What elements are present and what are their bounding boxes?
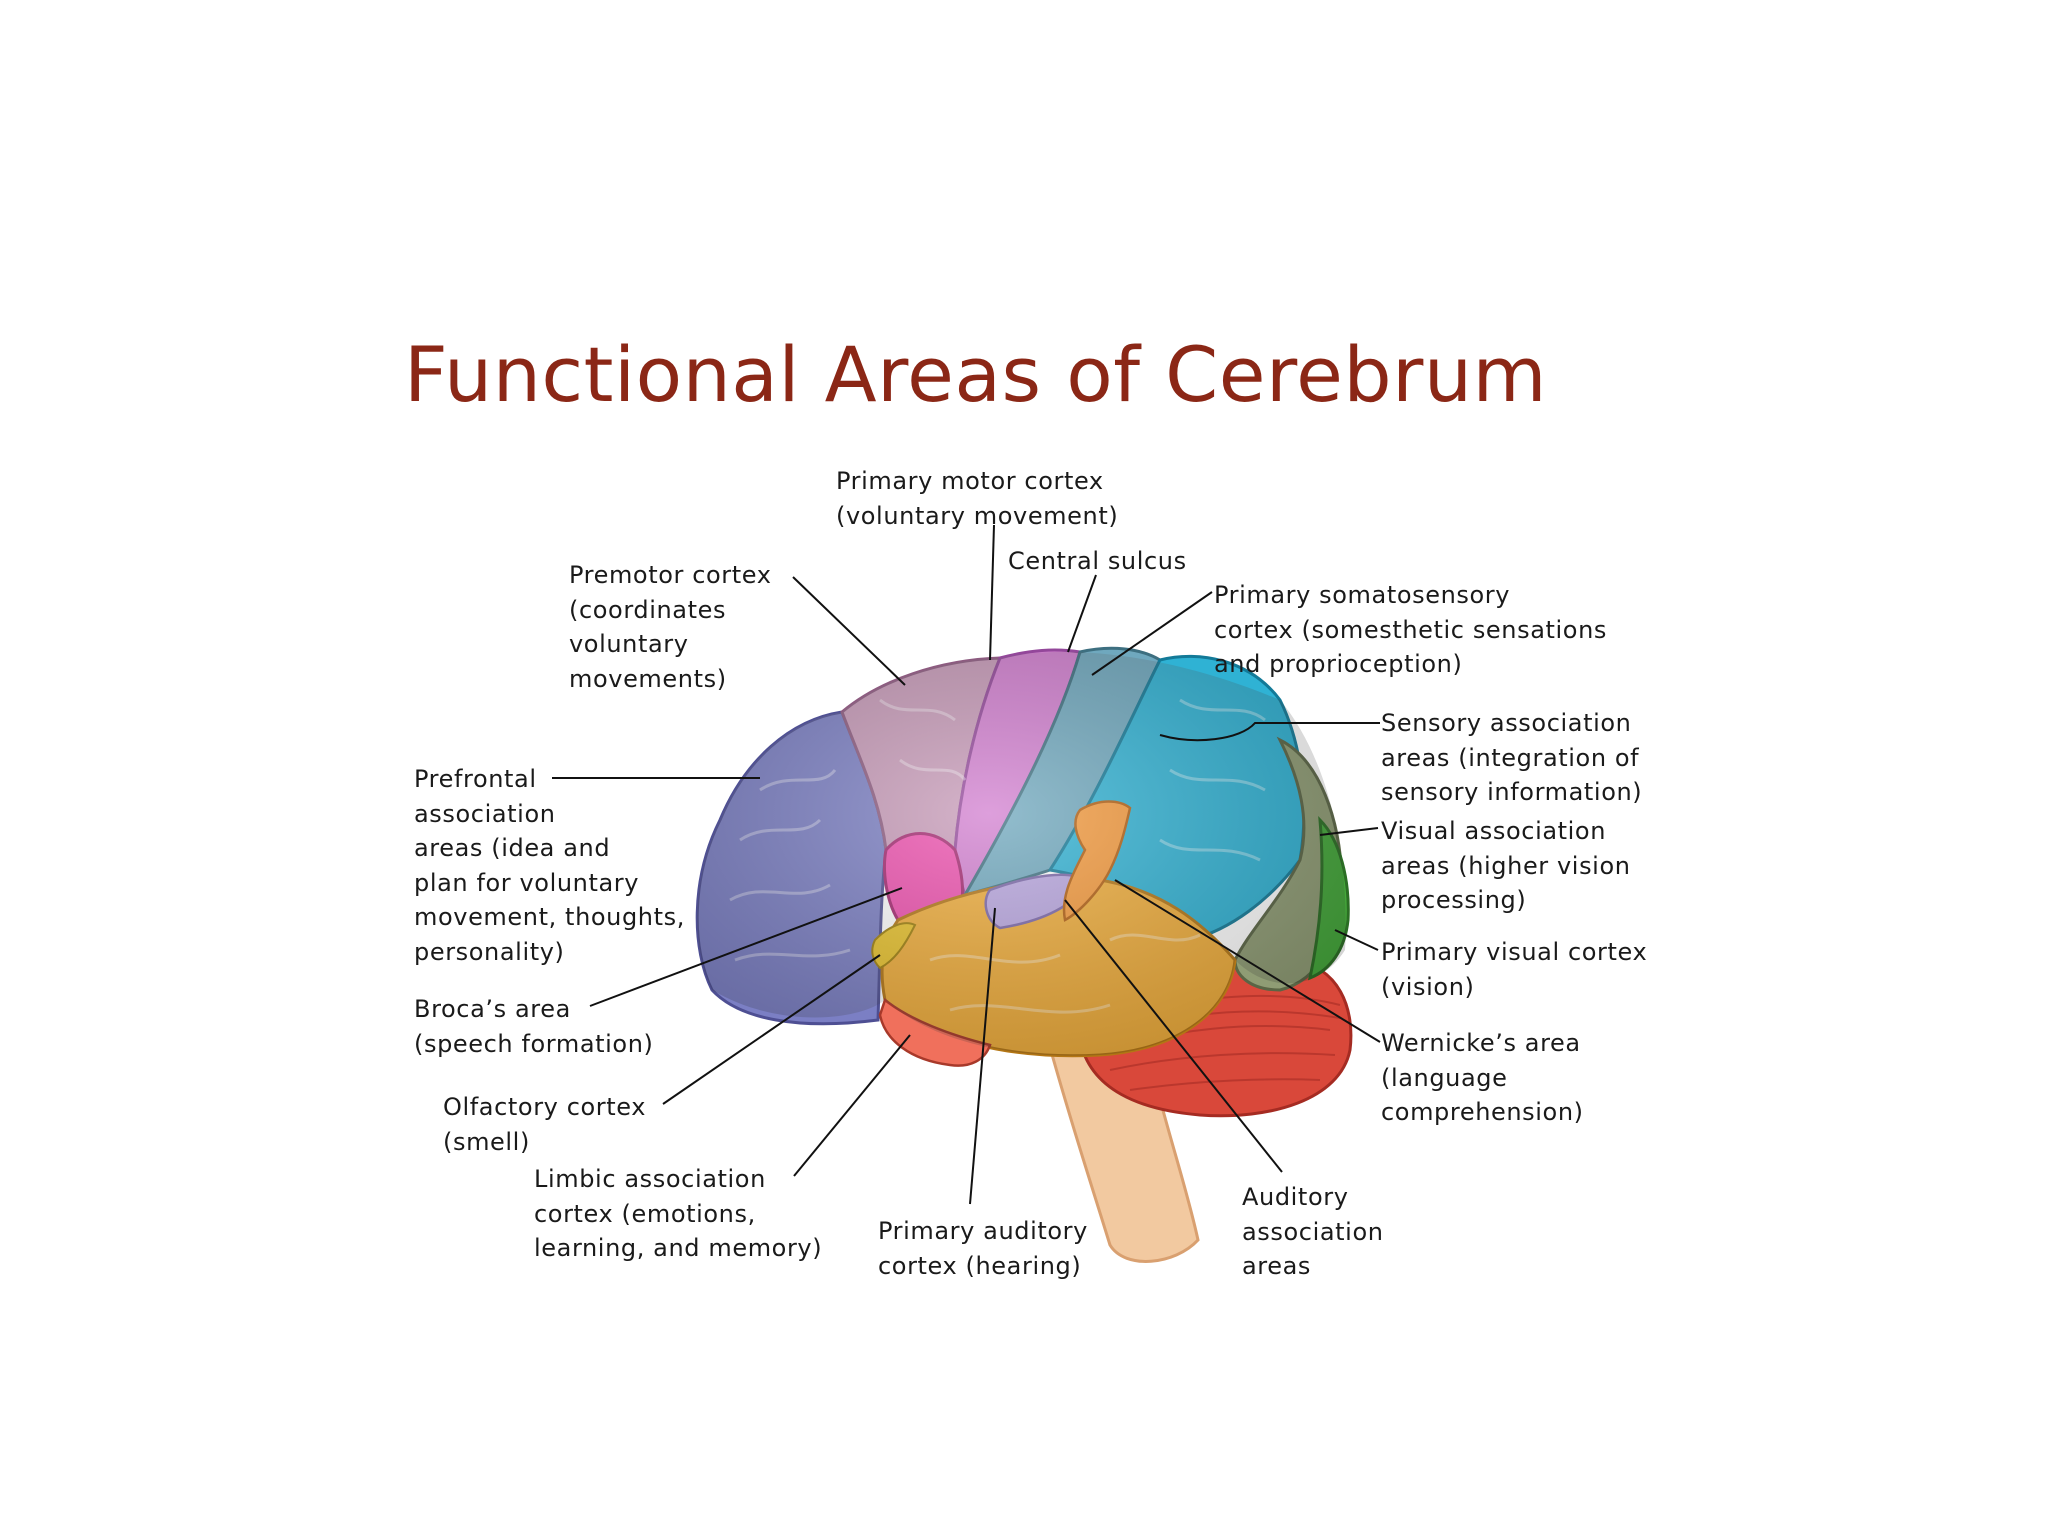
label-line: Primary somatosensory [1214, 581, 1511, 609]
label-wernickes-area: Wernicke’s area (language comprehension) [1381, 1026, 1584, 1130]
label-line: Olfactory cortex [443, 1093, 647, 1121]
label-line: (coordinates [569, 595, 727, 624]
label-line: association [1242, 1217, 1384, 1246]
label-line: (voluntary movement) [836, 501, 1119, 530]
label-line: and proprioception) [1214, 650, 1463, 678]
label-auditory-association: Auditory association areas [1242, 1180, 1384, 1284]
label-visual-association: Visual association areas (higher vision … [1381, 814, 1631, 918]
leader-lines [552, 524, 1381, 1205]
label-line: Visual association [1381, 817, 1607, 845]
label-line: voluntary [569, 630, 689, 658]
label-primary-somatosensory: Primary somatosensory cortex (somestheti… [1214, 578, 1607, 682]
label-line: areas (integration of [1381, 743, 1640, 772]
label-brocas-area: Broca’s area (speech formation) [414, 992, 653, 1061]
brain-shading [697, 651, 1346, 1056]
label-line: Broca’s area [414, 995, 571, 1023]
label-central-sulcus: Central sulcus [1008, 544, 1187, 579]
label-line: areas (idea and [414, 834, 611, 862]
label-line: Limbic association [534, 1165, 766, 1193]
label-premotor-cortex: Premotor cortex (coordinates voluntary m… [569, 558, 772, 696]
label-primary-auditory-cortex: Primary auditory cortex (hearing) [878, 1214, 1088, 1283]
label-line: areas [1242, 1252, 1312, 1280]
brainstem [1045, 1038, 1200, 1263]
label-primary-motor-cortex: Primary motor cortex (voluntary movement… [836, 464, 1118, 533]
label-olfactory-cortex: Olfactory cortex (smell) [443, 1090, 646, 1159]
label-line: Wernicke’s area [1381, 1029, 1581, 1057]
label-sensory-association: Sensory association areas (integration o… [1381, 706, 1642, 810]
label-line: processing) [1381, 886, 1527, 914]
label-line: cortex (hearing) [878, 1251, 1082, 1280]
label-line: association [414, 799, 556, 828]
label-line: Sensory association [1381, 709, 1632, 737]
label-line: (language [1381, 1063, 1508, 1092]
label-line: plan for voluntary [414, 868, 640, 897]
label-line: Central sulcus [1008, 547, 1187, 575]
label-prefrontal-association: Prefrontal association areas (idea and p… [414, 762, 685, 969]
label-line: Premotor cortex [569, 561, 772, 589]
label-line: Prefrontal [414, 765, 537, 793]
label-line: sensory information) [1381, 778, 1643, 806]
label-line: Primary auditory [878, 1217, 1088, 1245]
label-primary-visual-cortex: Primary visual cortex (vision) [1381, 935, 1647, 1004]
label-limbic-association: Limbic association cortex (emotions, lea… [534, 1162, 822, 1266]
label-line: movement, thoughts, [414, 903, 685, 931]
label-line: areas (higher vision [1381, 851, 1631, 880]
label-line: Auditory [1242, 1183, 1349, 1211]
label-line: (smell) [443, 1127, 530, 1156]
label-line: Primary visual cortex [1381, 938, 1648, 966]
label-line: comprehension) [1381, 1098, 1584, 1126]
label-line: (speech formation) [414, 1029, 654, 1058]
label-line: personality) [414, 937, 565, 966]
label-line: learning, and memory) [534, 1234, 823, 1262]
label-line: Primary motor cortex [836, 467, 1104, 495]
label-line: (vision) [1381, 972, 1475, 1001]
page-title: Functional Areas of Cerebrum [404, 330, 1548, 419]
label-line: cortex (somesthetic sensations [1214, 615, 1607, 644]
label-line: movements) [569, 664, 727, 693]
label-line: cortex (emotions, [534, 1199, 756, 1228]
